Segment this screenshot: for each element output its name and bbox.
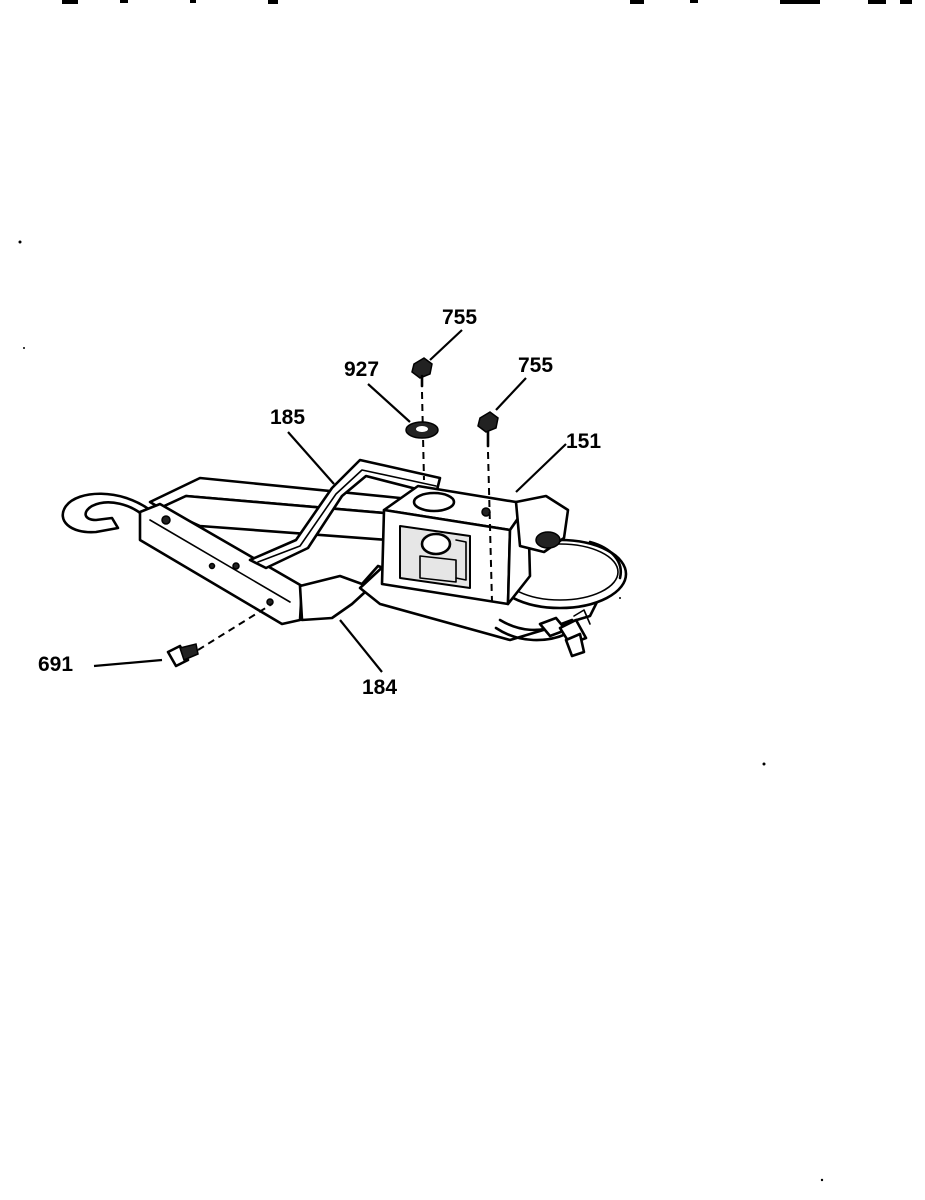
label-151: 151 — [566, 430, 601, 453]
label-691: 691 — [38, 653, 73, 676]
side-flange — [138, 502, 304, 626]
label-927: 927 — [344, 358, 379, 381]
scan-specks — [18, 240, 824, 1182]
screw-755-top — [411, 357, 433, 481]
washer-927 — [405, 421, 439, 439]
screw-691 — [166, 603, 273, 668]
motor-bracket-assembly — [61, 458, 628, 658]
label-185: 185 — [270, 406, 305, 429]
label-755-right: 755 — [518, 354, 553, 377]
part-labels: 755 927 755 185 151 691 184 — [38, 306, 601, 699]
top-edge-marks — [62, 0, 912, 4]
label-755-top: 755 — [442, 306, 477, 329]
leader-lines — [93, 329, 567, 673]
hook — [61, 492, 152, 534]
label-184: 184 — [362, 676, 397, 699]
screw-755-right — [477, 411, 499, 603]
